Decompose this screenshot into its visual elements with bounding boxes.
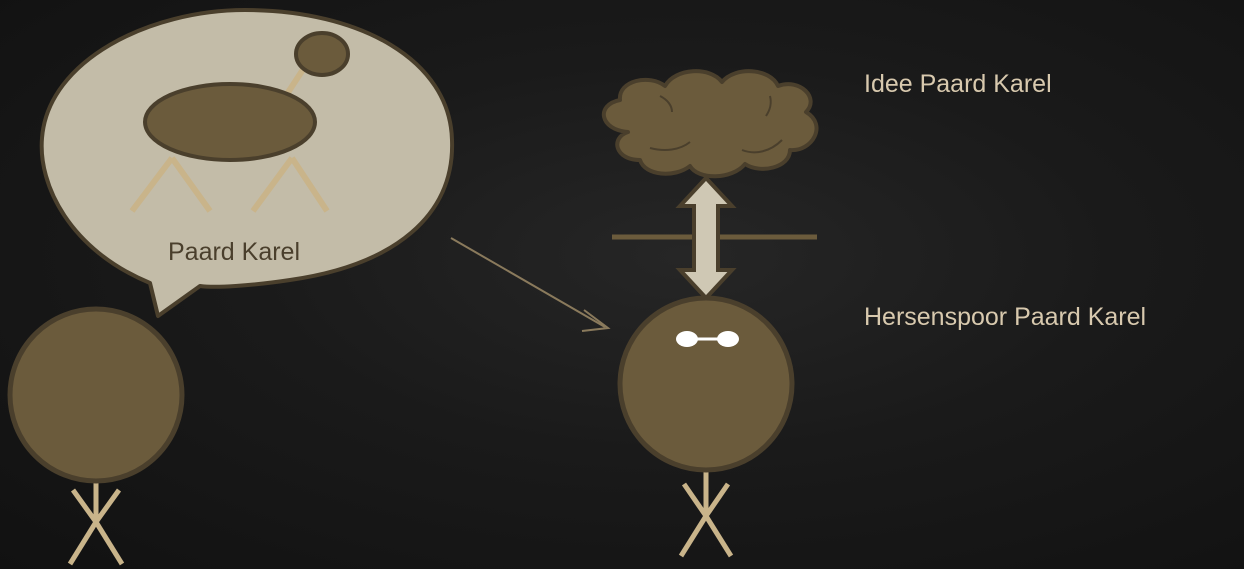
horse-icon [129, 31, 350, 213]
memory-trace-label: Hersenspoor Paard Karel [864, 303, 1147, 331]
stick-figure-right [617, 295, 795, 558]
stick-figure-left [7, 306, 185, 566]
bubble-caption: Paard Karel [168, 238, 301, 266]
speech-bubble [39, 8, 455, 318]
memory-trace-icon [676, 331, 739, 347]
idea-cloud-icon [601, 69, 819, 179]
idea-label: Idee Paard Karel [864, 70, 1052, 98]
connector-arrow [450, 237, 611, 332]
